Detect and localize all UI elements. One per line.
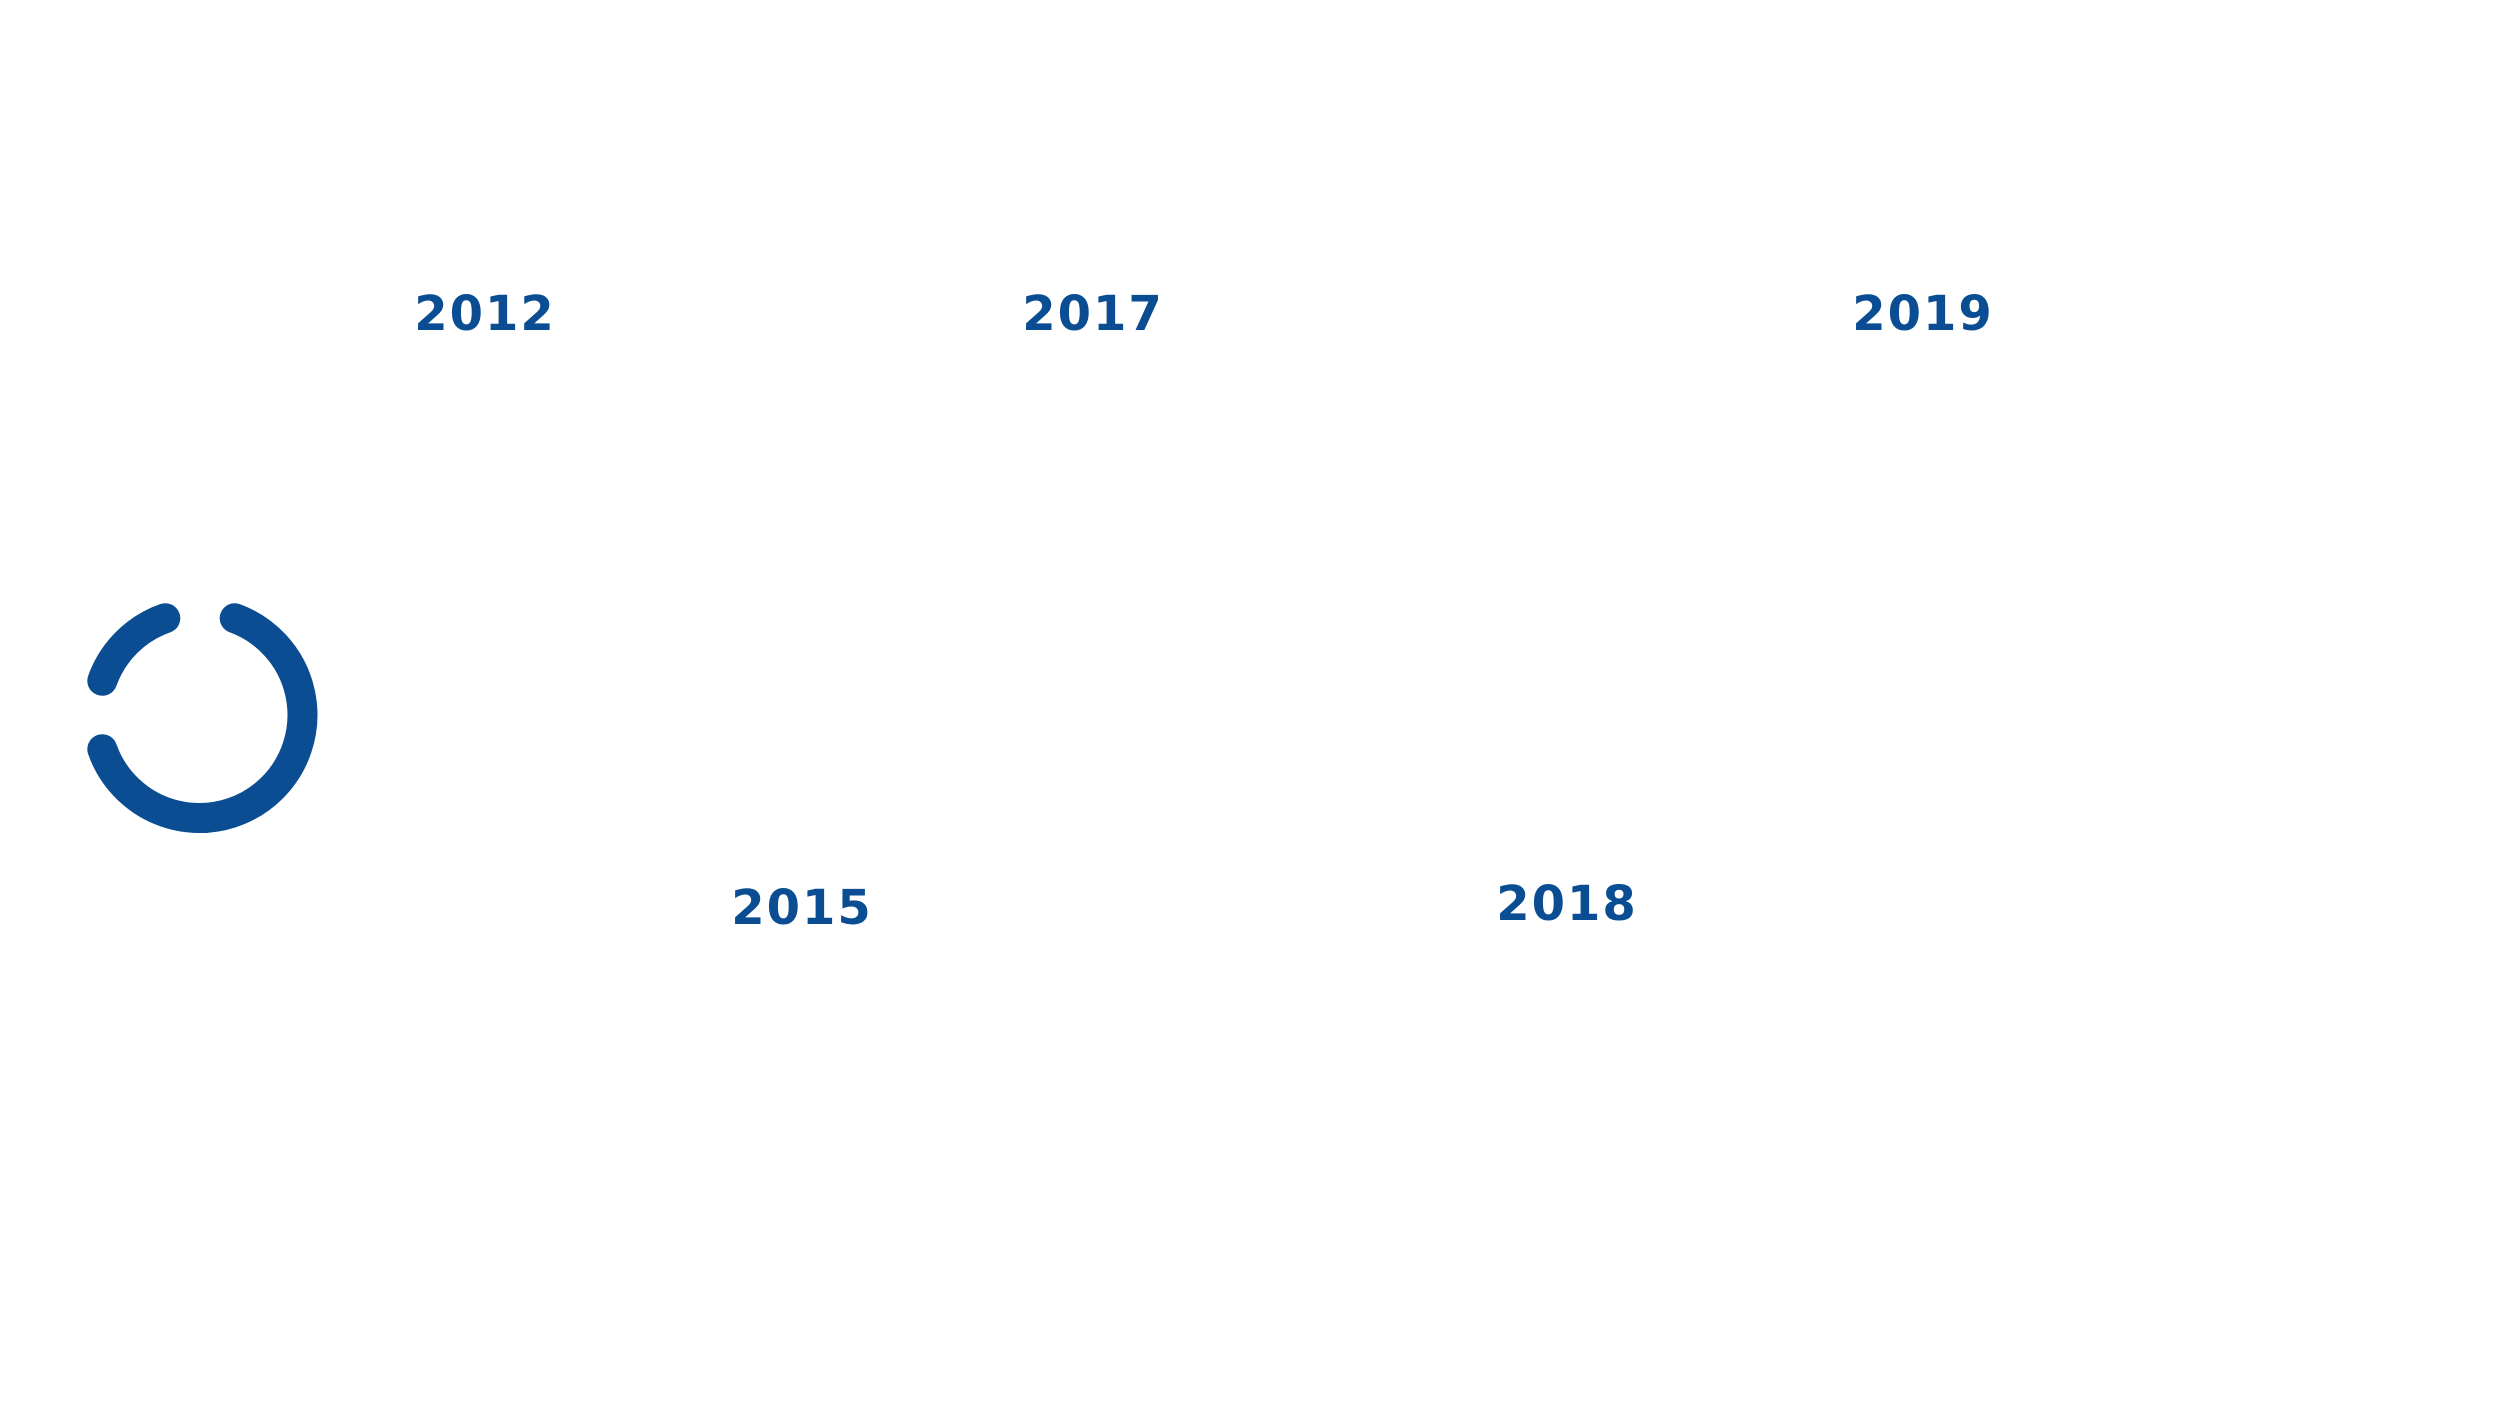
year-label-2012: 2012: [414, 286, 556, 342]
segmented-ring-icon: [87, 603, 318, 833]
ring-segment-main: [87, 603, 318, 833]
year-label-2017: 2017: [1022, 286, 1164, 342]
year-label-2015: 2015: [731, 880, 873, 936]
year-label-2019: 2019: [1852, 286, 1994, 342]
ring-segment-top-left: [87, 603, 181, 696]
year-label-2018: 2018: [1496, 876, 1638, 932]
